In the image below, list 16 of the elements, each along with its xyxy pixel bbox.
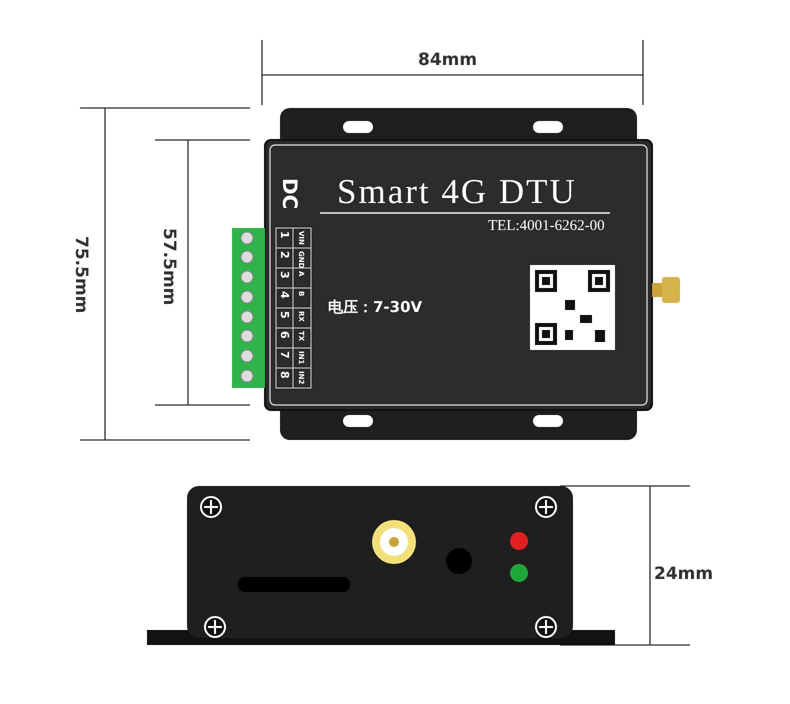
voltage-spec: 电压：7-30V [328, 300, 422, 315]
pin-number: 5 [279, 311, 290, 319]
pin-number: 6 [279, 331, 290, 339]
dimension-label: 57.5mm [160, 228, 177, 306]
pin-number: 8 [279, 371, 290, 379]
pin-number: 7 [279, 351, 290, 359]
pin-number: 4 [279, 291, 290, 299]
dimension-label: 75.5mm [72, 236, 89, 314]
pin-number: 3 [279, 271, 290, 279]
pin-number: 2 [279, 251, 290, 259]
pin-number: 1 [279, 231, 290, 239]
dimension-label: 24mm [654, 566, 714, 583]
phone-number: TEL:4001-6262-00 [488, 219, 605, 234]
panel-text: DC [280, 178, 300, 210]
dimension-label: 84mm [418, 52, 478, 69]
product-title: Smart 4G DTU [337, 174, 577, 209]
